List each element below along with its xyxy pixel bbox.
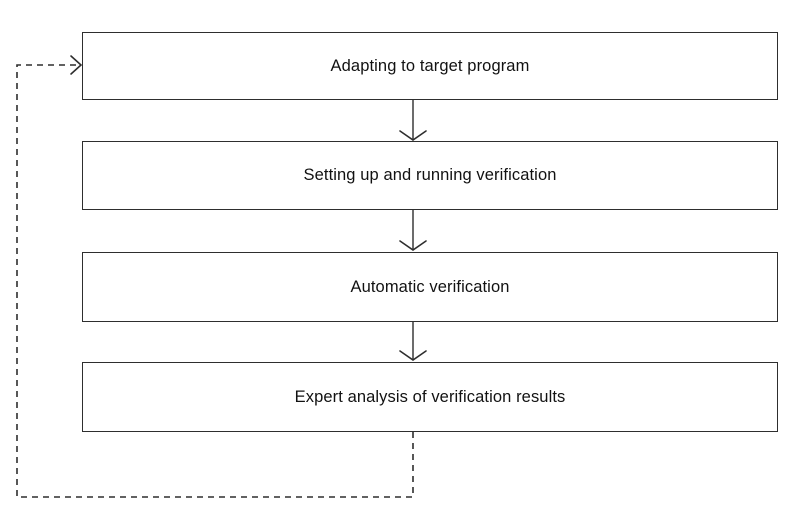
- step-label: Setting up and running verification: [303, 166, 557, 184]
- step-label: Adapting to target program: [330, 56, 530, 75]
- step-box-setting-up-and-running-verification: Setting up and running verification: [82, 141, 778, 210]
- arrow-step3-to-step4: [399, 322, 427, 361]
- step-box-automatic-verification: Automatic verification: [82, 252, 778, 322]
- step-label: Expert analysis of verification results: [294, 387, 566, 406]
- step-box-expert-analysis-of-verification-results: Expert analysis of verification results: [82, 362, 778, 432]
- arrow-step1-to-step2: [399, 100, 427, 141]
- arrow-step2-to-step3: [399, 210, 427, 251]
- step-box-adapting-to-target-program: Adapting to target program: [82, 32, 778, 100]
- step-label: Automatic verification: [350, 277, 510, 296]
